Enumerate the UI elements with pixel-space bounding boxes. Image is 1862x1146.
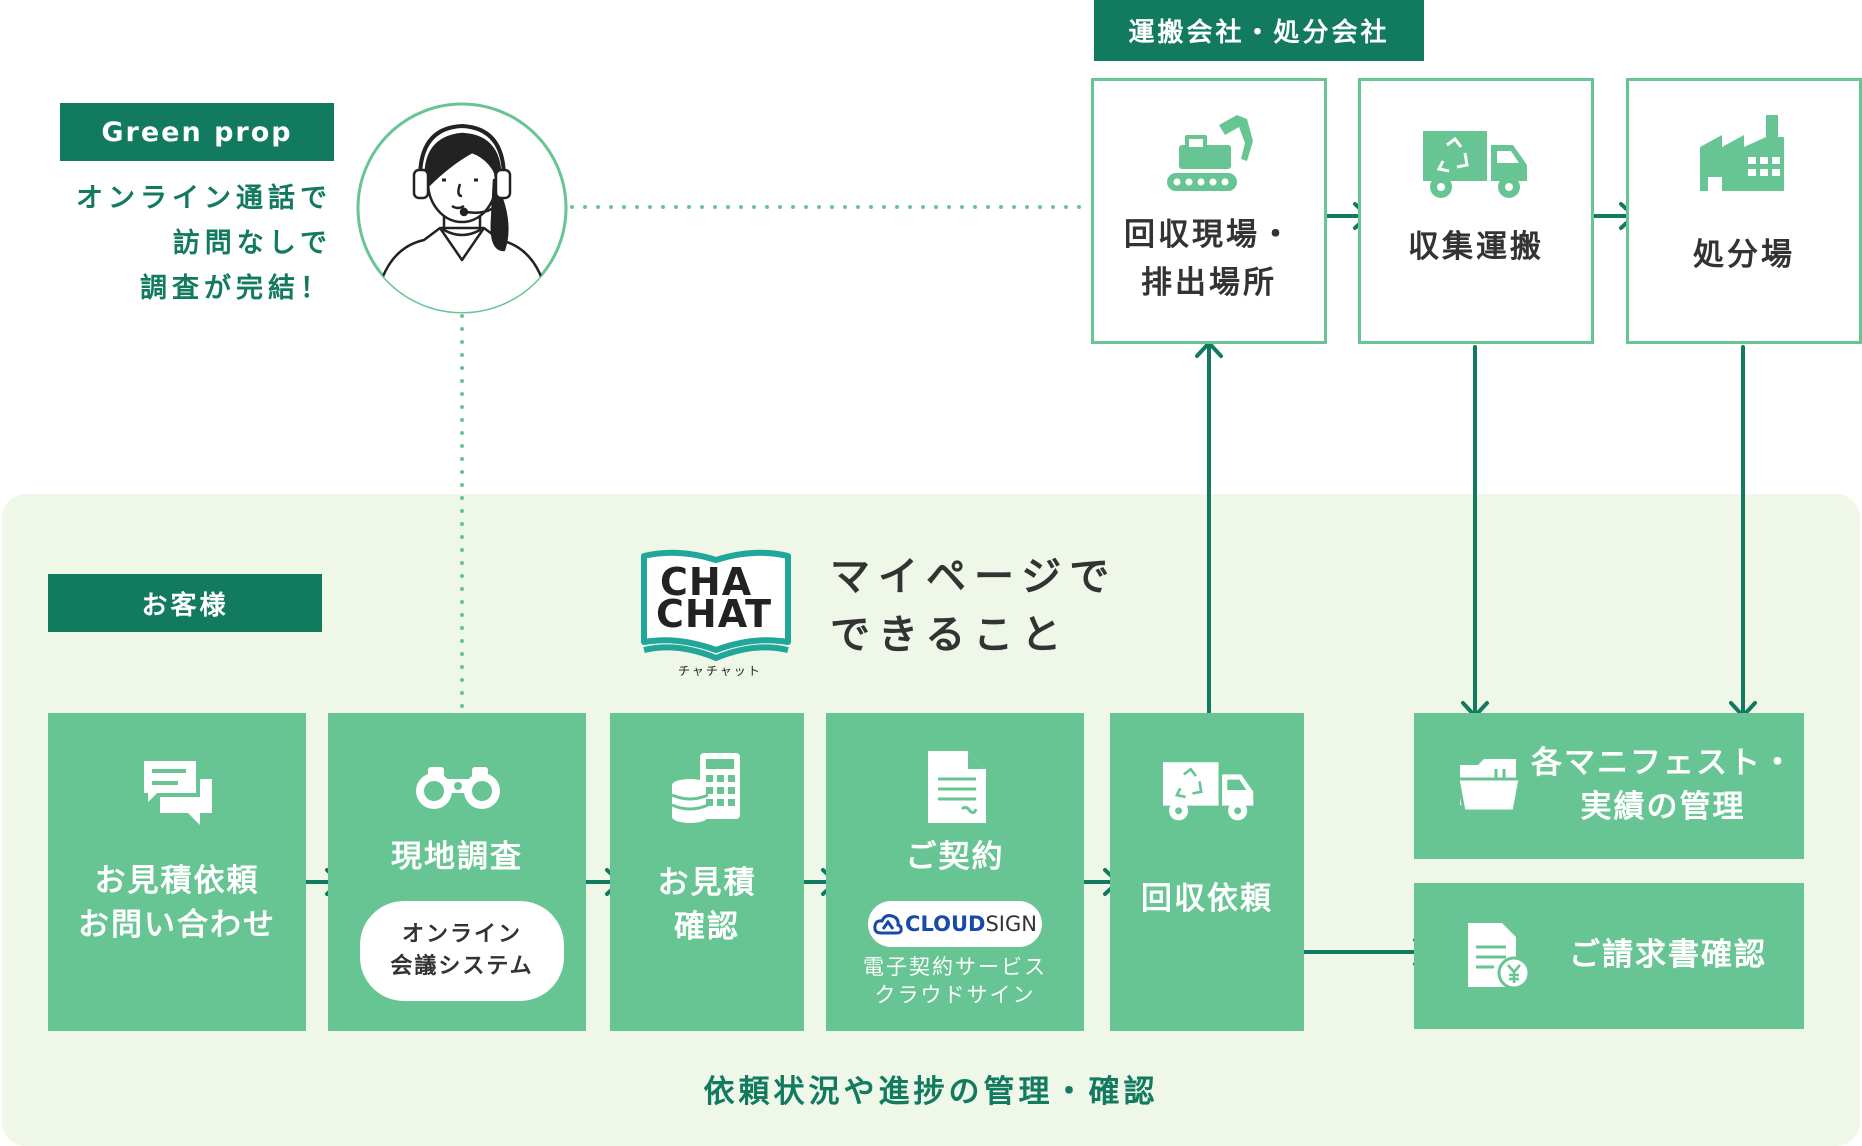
- step-collection-request[interactable]: 回収依頼: [1110, 713, 1304, 1031]
- step3-line-1: お見積: [657, 865, 757, 901]
- mypage-heading: マイページで できること: [830, 548, 1117, 664]
- operator-avatar: [356, 102, 568, 314]
- step1-line-2: お問い合わせ: [78, 907, 276, 943]
- arrow-down-1: [1461, 345, 1489, 718]
- step3-line-2: 確認: [674, 909, 740, 945]
- cloudsign-caption: 電子契約サービス クラウドサイン: [826, 953, 1084, 1009]
- invoice-label: ご請求書確認: [1569, 937, 1767, 973]
- site-line-2: 排出場所: [1141, 265, 1277, 301]
- carrier-box-site: 回収現場・排出場所: [1091, 78, 1327, 344]
- step2-label: 現地調査: [391, 839, 523, 875]
- folder-icon: [1456, 759, 1522, 813]
- online-meeting-pill: オンライン 会議システム: [360, 901, 564, 1001]
- manifest-box[interactable]: 各マニフェスト・ 実績の管理: [1414, 713, 1804, 859]
- carrier-box-transport: 収集運搬: [1358, 78, 1594, 344]
- desc-line-1: オンライン通話で: [76, 183, 332, 214]
- document-icon: [928, 751, 986, 823]
- recycle-truck-icon: [1162, 762, 1254, 821]
- desc-line-3: 調査が完結！: [140, 273, 332, 304]
- arrow-down-2: [1729, 345, 1757, 718]
- carrier-box-disposal: 処分場: [1626, 78, 1862, 344]
- arrow-up: [1195, 341, 1223, 714]
- manifest-line-1: 各マニフェスト・: [1531, 745, 1795, 781]
- footer-caption: 依頼状況や進捗の管理・確認: [703, 1074, 1159, 1110]
- arrow-invoice: [1303, 938, 1430, 966]
- pill-line-1: オンライン: [401, 922, 522, 947]
- invoice-box[interactable]: ご請求書確認: [1414, 883, 1804, 1029]
- manifest-line-2: 実績の管理: [1580, 789, 1746, 825]
- binoculars-icon: [416, 767, 500, 809]
- heading-line-1: マイページで: [830, 554, 1118, 600]
- logo-text-cha: CHA: [660, 560, 753, 604]
- greenprop-tag: Green prop: [60, 103, 334, 161]
- transport-label: 収集運搬: [1408, 229, 1544, 265]
- customer-tag: お客様: [48, 574, 322, 632]
- carrier-tag: 運搬会社・処分会社: [1094, 0, 1424, 61]
- heading-line-2: できること: [830, 612, 1070, 658]
- desc-line-2: 訪問なしで: [172, 228, 332, 259]
- step-quote-confirm[interactable]: お見積確認: [610, 713, 804, 1031]
- step4-label: ご契約: [905, 839, 1005, 875]
- cloud-icon: [873, 914, 903, 935]
- cloudsign-sign-text: SIGN: [985, 912, 1037, 936]
- step-site-survey[interactable]: 現地調査 オンライン 会議システム: [328, 713, 586, 1031]
- excavator-icon: [1167, 115, 1253, 191]
- caption-line-2: クラウドサイン: [874, 983, 1036, 1007]
- disposal-label: 処分場: [1693, 237, 1795, 273]
- step-quote-request[interactable]: お見積依頼お問い合わせ: [48, 713, 306, 1031]
- caption-line-1: 電子契約サービス: [863, 955, 1047, 979]
- step1-line-1: お見積依頼: [94, 863, 260, 899]
- logo-text-chat: CHAT: [656, 592, 773, 636]
- pill-line-2: 会議システム: [390, 954, 534, 979]
- cloudsign-cloud-text: CLOUD: [905, 912, 986, 936]
- invoice-icon: [1468, 923, 1531, 990]
- greenprop-description: オンライン通話で 訪問なしで 調査が完結！: [40, 176, 332, 311]
- recycle-truck-icon: [1423, 131, 1527, 198]
- chachat-logo: CHA CHAT チャチャット: [638, 546, 794, 678]
- step5-label: 回収依頼: [1141, 881, 1273, 917]
- logo-kana: チャチャット: [678, 664, 762, 678]
- site-line-1: 回収現場・: [1124, 217, 1294, 253]
- factory-icon: [1700, 115, 1784, 191]
- chat-bubbles-icon: [140, 757, 212, 825]
- calculator-icon: [671, 753, 740, 823]
